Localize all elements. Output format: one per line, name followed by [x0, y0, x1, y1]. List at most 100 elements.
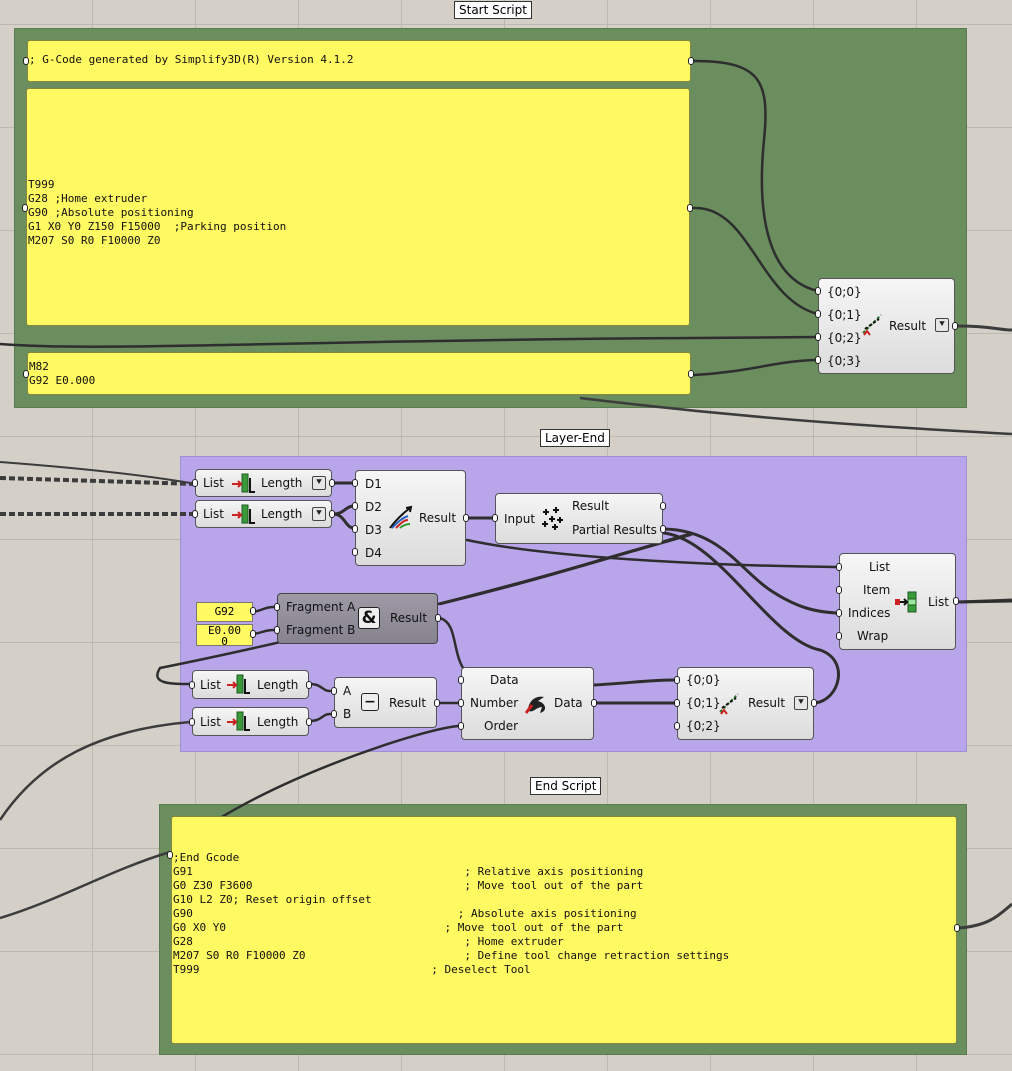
- start-tail-output-port[interactable]: [688, 370, 694, 378]
- list-length-3-input-port[interactable]: [189, 681, 195, 689]
- insert-items-component[interactable]: Data Number Order Data: [461, 667, 594, 740]
- layer-end-label: Layer-End: [540, 429, 610, 447]
- list-item-input-0: List: [869, 560, 890, 574]
- list-item-port-1[interactable]: [836, 586, 842, 594]
- insert-port-0[interactable]: [458, 676, 464, 684]
- entwine2-input-0: {0;0}: [686, 673, 721, 687]
- chevron-down-icon[interactable]: ⯆: [312, 476, 326, 490]
- g92-panel[interactable]: G92: [196, 602, 253, 622]
- entwine2-input-2: {0;2}: [686, 719, 721, 733]
- ampersand-icon: &: [358, 607, 380, 629]
- g92-output-port[interactable]: [250, 607, 256, 615]
- subtract-port-1[interactable]: [331, 710, 337, 718]
- mass-addition-output-port-1[interactable]: [660, 525, 666, 533]
- insert-input-1: Number: [470, 696, 519, 710]
- start-script-label: Start Script: [454, 1, 532, 19]
- start-body-input-port[interactable]: [22, 204, 28, 212]
- list-length-4-output-port[interactable]: [306, 718, 312, 726]
- list-item-output-label: List: [928, 595, 949, 609]
- chevron-down-icon[interactable]: ⯆: [312, 507, 326, 521]
- merge-port-2[interactable]: [352, 525, 358, 533]
- entwine-component[interactable]: {0;0} {0;1} {0;2} {0;3} Result ⯆: [818, 278, 955, 374]
- end-panel-input-port[interactable]: [167, 851, 173, 859]
- merge-output-port[interactable]: [463, 514, 469, 522]
- mass-addition-input: Input: [504, 512, 536, 526]
- e0-output-port[interactable]: [250, 630, 256, 638]
- list-length-3-output-port[interactable]: [306, 681, 312, 689]
- start-body-output-port[interactable]: [687, 204, 693, 212]
- entwine-port-1[interactable]: [815, 310, 821, 318]
- end-panel-output-port[interactable]: [954, 924, 960, 932]
- list-length-4-out: Length: [257, 715, 299, 729]
- list-length-4-in: List: [200, 715, 221, 729]
- entwine2-port-2[interactable]: [674, 722, 680, 730]
- chevron-down-icon[interactable]: ⯆: [935, 318, 949, 332]
- entwine-output-port[interactable]: [952, 322, 958, 330]
- insert-output-label: Data: [554, 696, 583, 710]
- merge-component[interactable]: D1 D2 D3 D4 Result: [355, 470, 466, 566]
- list-length-component-3[interactable]: List Length: [192, 670, 309, 699]
- list-item-output-port[interactable]: [953, 597, 959, 605]
- list-length-icon: [232, 473, 255, 493]
- list-length-2-out: Length: [261, 507, 303, 521]
- entwine2-port-0[interactable]: [674, 676, 680, 684]
- end-script-panel[interactable]: ;End Gcode G91 ; Relative axis positioni…: [171, 816, 957, 1044]
- merge-icon: [389, 505, 413, 529]
- list-length-1-output-port[interactable]: [329, 479, 335, 487]
- list-length-1-out: Length: [261, 476, 303, 490]
- concatenate-component[interactable]: Fragment A Fragment B & Result: [277, 593, 438, 644]
- start-tail-input-port[interactable]: [23, 370, 29, 378]
- mass-addition-input-port[interactable]: [492, 514, 498, 522]
- list-length-component-4[interactable]: List Length: [192, 707, 309, 736]
- list-item-component[interactable]: List Item Indices Wrap List: [839, 553, 956, 650]
- merge-port-0[interactable]: [352, 479, 358, 487]
- list-length-component-1[interactable]: List Length ⯆: [195, 469, 332, 497]
- mass-addition-output-port-0[interactable]: [660, 502, 666, 510]
- insert-port-2[interactable]: [458, 722, 464, 730]
- header-panel[interactable]: ; G-Code generated by Simplify3D(R) Vers…: [27, 40, 691, 82]
- subtract-port-0[interactable]: [331, 687, 337, 695]
- entwine-input-0: {0;0}: [827, 285, 862, 299]
- e0-panel[interactable]: E0.00 0: [196, 624, 253, 646]
- entwine-port-3[interactable]: [815, 356, 821, 364]
- entwine-input-1: {0;1}: [827, 308, 862, 322]
- list-length-component-2[interactable]: List Length ⯆: [195, 500, 332, 528]
- mass-addition-component[interactable]: Input Result Partial Results: [495, 493, 663, 544]
- end-script-text: ;End Gcode G91 ; Relative axis positioni…: [173, 851, 730, 976]
- subtract-output-port[interactable]: [434, 699, 440, 707]
- header-panel-output-port[interactable]: [688, 57, 694, 65]
- concat-port-1[interactable]: [274, 626, 280, 634]
- entwine-component-2[interactable]: {0;0} {0;1} {0;2} Result ⯆: [677, 667, 814, 740]
- mass-addition-output-1: Partial Results: [572, 523, 657, 537]
- chevron-down-icon[interactable]: ⯆: [794, 696, 808, 710]
- start-body-panel[interactable]: T999 G28 ;Home extruder G90 ;Absolute po…: [26, 88, 690, 326]
- insert-output-port[interactable]: [591, 699, 597, 707]
- list-item-port-0[interactable]: [836, 563, 842, 571]
- list-item-port-3[interactable]: [836, 632, 842, 640]
- merge-port-1[interactable]: [352, 502, 358, 510]
- start-tail-panel[interactable]: M82 G92 E0.000: [27, 352, 691, 395]
- entwine-input-2: {0;2}: [827, 331, 862, 345]
- subtraction-component[interactable]: A B − Result: [334, 677, 437, 728]
- concat-output-port[interactable]: [435, 614, 441, 622]
- entwine-port-0[interactable]: [815, 287, 821, 295]
- merge-input-2: D3: [365, 523, 382, 537]
- header-panel-input-port[interactable]: [23, 57, 29, 65]
- list-length-2-input-port[interactable]: [192, 510, 198, 518]
- concat-output-label: Result: [390, 611, 428, 625]
- concat-port-0[interactable]: [274, 603, 280, 611]
- start-body-text: T999 G28 ;Home extruder G90 ;Absolute po…: [28, 178, 287, 247]
- insert-port-1[interactable]: [458, 699, 464, 707]
- insert-items-icon: [524, 696, 546, 714]
- list-length-1-input-port[interactable]: [192, 479, 198, 487]
- list-length-4-input-port[interactable]: [189, 718, 195, 726]
- list-item-port-2[interactable]: [836, 609, 842, 617]
- entwine2-output-port[interactable]: [811, 699, 817, 707]
- entwine2-port-1[interactable]: [674, 699, 680, 707]
- list-item-icon: [895, 591, 917, 613]
- entwine-port-2[interactable]: [815, 333, 821, 341]
- merge-input-3: D4: [365, 546, 382, 560]
- list-length-icon: [227, 711, 250, 731]
- merge-port-3[interactable]: [352, 548, 358, 556]
- list-length-2-output-port[interactable]: [329, 510, 335, 518]
